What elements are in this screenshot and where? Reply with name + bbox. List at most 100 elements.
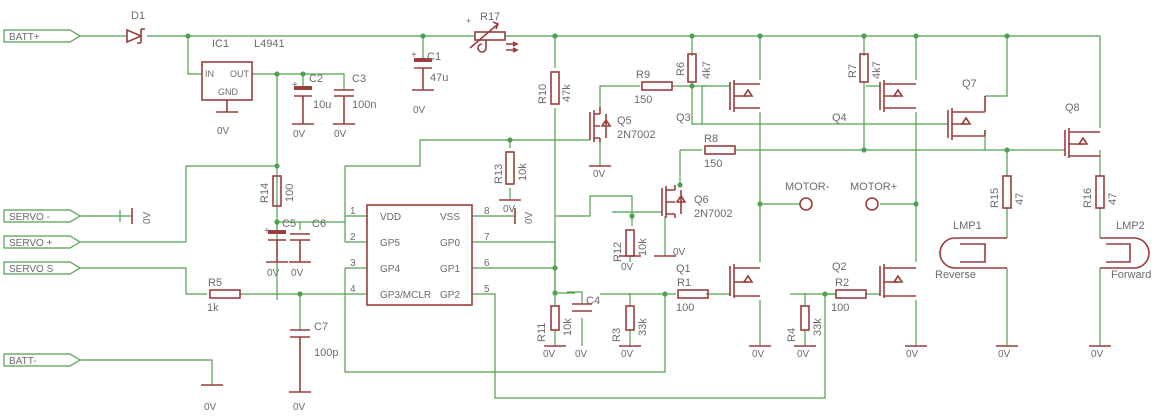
r8-label: R8 xyxy=(704,133,718,145)
r11-value: 10k xyxy=(562,318,574,336)
svg-text:0V: 0V xyxy=(293,402,306,413)
r7-value: 4k7 xyxy=(871,61,883,79)
servo-gnd: 0V xyxy=(131,208,153,224)
mcu-pin5: 5 xyxy=(484,284,490,295)
c2-value: 10u xyxy=(313,99,331,111)
svg-text:0V: 0V xyxy=(334,129,347,140)
mcu-vdd: VDD xyxy=(380,212,401,223)
svg-text:0V: 0V xyxy=(593,169,606,180)
svg-text:0V: 0V xyxy=(906,349,919,360)
q5-label: Q5 xyxy=(617,115,632,127)
r6-label: R6 xyxy=(675,62,687,76)
c2-label: C2 xyxy=(309,73,323,85)
r14-value: 100 xyxy=(284,184,296,202)
mcu-gp4: GP4 xyxy=(380,264,400,275)
r16-label: R16 xyxy=(1082,188,1094,208)
q6-label: Q6 xyxy=(694,194,709,206)
q6-value: 2N7002 xyxy=(694,208,733,220)
r15-label: R15 xyxy=(989,188,1001,208)
port-batt-plus: BATT+ xyxy=(3,29,82,43)
mosfet-q1: Q1 0V xyxy=(676,263,771,360)
r2-value: 100 xyxy=(831,302,849,314)
svg-text:0V: 0V xyxy=(524,211,535,224)
mcu-pin3: 3 xyxy=(350,258,356,269)
capacitor-c4: C4 0V xyxy=(572,295,600,360)
mcu-gp1: GP1 xyxy=(440,264,460,275)
resistor-r15: R15 47 xyxy=(989,175,1026,209)
capacitor-c5: + C5 0V xyxy=(264,218,296,279)
r5-value: 1k xyxy=(207,302,219,314)
mcu-pin2: 2 xyxy=(350,232,356,243)
r3-label: R3 xyxy=(611,328,623,342)
resistor-r10: R10 47k xyxy=(537,71,573,105)
r12-label: R12 xyxy=(612,242,624,262)
ic1-label: IC1 xyxy=(212,38,229,50)
r7-label: R7 xyxy=(847,64,859,78)
c3-value: 100n xyxy=(352,99,376,111)
r1-value: 100 xyxy=(676,302,694,314)
ic1-pin-out: OUT xyxy=(230,69,250,79)
r9-value: 150 xyxy=(634,94,652,106)
r13-label: R13 xyxy=(493,164,505,184)
svg-text:0V: 0V xyxy=(293,129,306,140)
mosfet-q8: Q8 xyxy=(1064,102,1100,158)
svg-text:0V: 0V xyxy=(673,247,686,258)
svg-text:0V: 0V xyxy=(998,349,1011,360)
svg-text:0V: 0V xyxy=(413,105,426,116)
mosfet-q6: Q6 2N7002 0V xyxy=(654,185,733,258)
r4-value: 33k xyxy=(812,318,824,336)
r3-value: 33k xyxy=(637,318,649,336)
svg-text:+: + xyxy=(292,80,298,91)
svg-text:0V: 0V xyxy=(142,211,153,224)
r10-label: R10 xyxy=(537,84,549,104)
junction-dots xyxy=(185,33,1010,297)
resistor-r7: R7 4k7 xyxy=(847,53,883,83)
motor-terminals: MOTOR- MOTOR+ xyxy=(785,181,897,211)
svg-text:0V: 0V xyxy=(621,262,634,273)
port-servo-s: SERVO S xyxy=(3,261,82,275)
port-label: BATT- xyxy=(9,356,37,367)
microcontroller: 1 2 3 4 5 6 7 8 VDD GP5 GP4 GP3/MCLR VSS… xyxy=(350,204,535,306)
lmp1-reverse-label: Reverse xyxy=(935,269,976,281)
c1-value: 47u xyxy=(430,72,448,84)
resistor-r12: R12 10k 0V xyxy=(612,229,649,273)
port-servo-plus: SERVO + xyxy=(3,235,82,249)
r11-label: R11 xyxy=(536,323,548,342)
r14-label: R14 xyxy=(259,183,271,203)
r10-value: 47k xyxy=(561,84,573,102)
c6-label: C6 xyxy=(312,218,326,230)
mosfet-q3: Q3 xyxy=(676,80,760,124)
q2-label: Q2 xyxy=(832,261,847,273)
r13-value: 10k xyxy=(517,163,529,181)
motor-minus-label: MOTOR- xyxy=(785,181,830,193)
capacitor-c2: + C2 10u 0V xyxy=(292,73,331,140)
motor-plus-label: MOTOR+ xyxy=(850,181,897,193)
svg-text:+: + xyxy=(264,226,270,237)
q7-label: Q7 xyxy=(962,78,977,90)
q5-value: 2N7002 xyxy=(617,129,656,141)
r2-label: R2 xyxy=(835,277,849,289)
mcu-pin8: 8 xyxy=(484,206,490,217)
r6-value: 4k7 xyxy=(701,61,713,79)
resistor-r6: R6 4k7 xyxy=(675,53,713,83)
resistor-r14: R14 100 xyxy=(259,175,296,207)
c7-value: 100p xyxy=(314,347,338,359)
c4-label: C4 xyxy=(586,295,600,307)
capacitor-c6: C6 0V xyxy=(289,218,326,279)
r8-value: 150 xyxy=(704,158,722,170)
svg-text:0V: 0V xyxy=(267,268,280,279)
svg-text:0V: 0V xyxy=(1091,349,1104,360)
mosfet-q4: Q4 xyxy=(832,80,916,124)
svg-text:+: + xyxy=(466,16,471,26)
lamp-lmp2: LMP2 Forward 0V xyxy=(1089,220,1151,360)
mcu-pin7: 7 xyxy=(484,232,490,243)
q1-label: Q1 xyxy=(676,263,691,275)
port-label: SERVO S xyxy=(9,264,54,275)
mcu-pin4: 4 xyxy=(350,284,356,295)
r4-label: R4 xyxy=(786,328,798,342)
mcu-gp2: GP2 xyxy=(440,290,460,301)
svg-text:0V: 0V xyxy=(204,402,217,413)
port-batt-minus: BATT- xyxy=(3,353,82,367)
capacitor-c1: + C1 47u 0V xyxy=(411,50,448,116)
